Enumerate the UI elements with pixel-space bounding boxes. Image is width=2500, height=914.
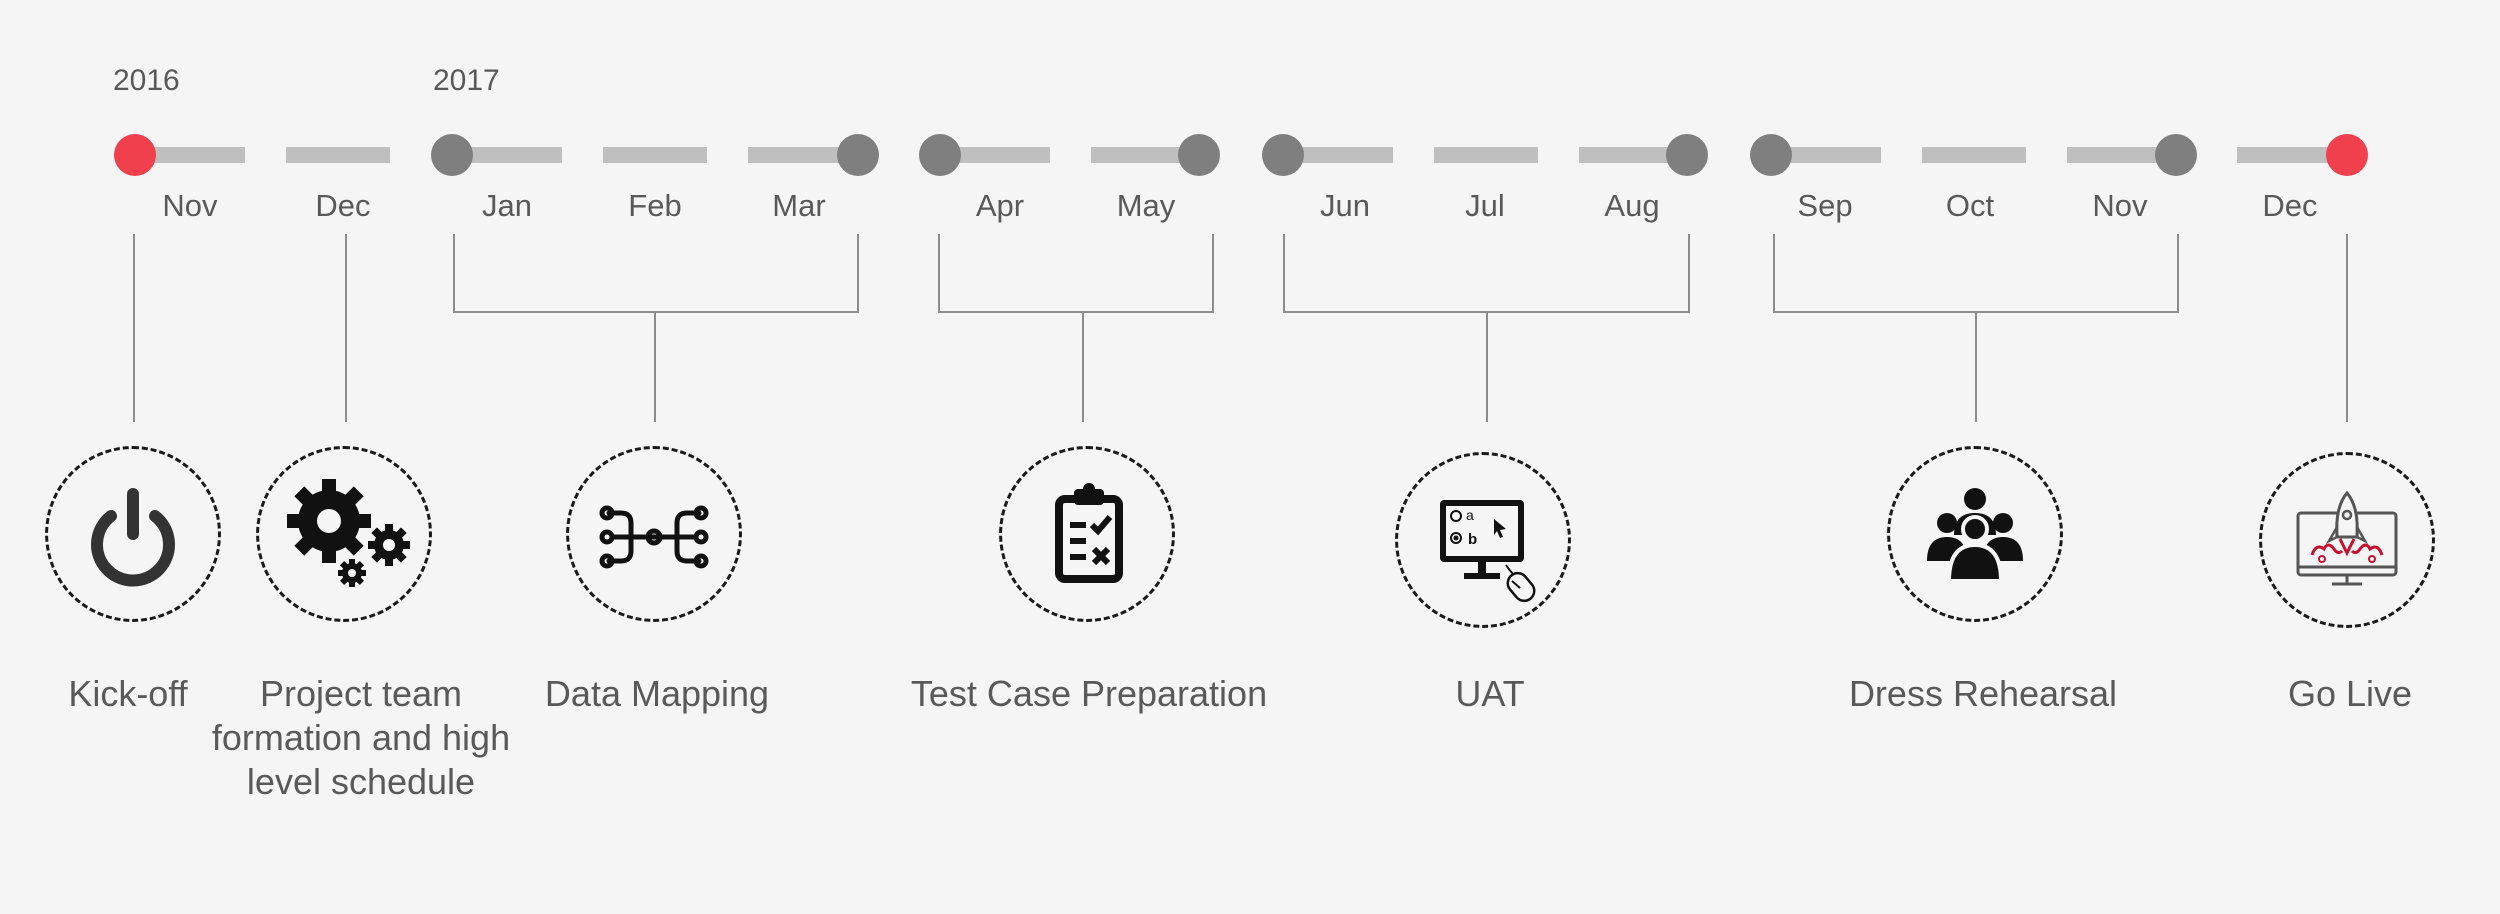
- month-label: Oct: [1945, 188, 1995, 223]
- phase-dot: [1666, 134, 1708, 176]
- month-label: Dec: [315, 188, 371, 223]
- phase-dot: [1750, 134, 1792, 176]
- month-label: Nov: [162, 188, 218, 223]
- year-label-2016: 2016: [113, 64, 180, 97]
- milestone-label-uat: UAT: [1455, 673, 1525, 714]
- phase-dot: [1178, 134, 1220, 176]
- month-label: Jan: [482, 188, 532, 223]
- track-segment: [1283, 147, 1393, 163]
- bracket-line: [2177, 234, 2179, 312]
- phase-dot: [2155, 134, 2197, 176]
- data-mapping-icon: [599, 505, 709, 569]
- bracket-line: [1773, 234, 1775, 312]
- connector-line: [2346, 234, 2348, 422]
- bracket-line: [857, 234, 859, 312]
- track-segment: [1579, 147, 1689, 163]
- track-segment: [1434, 147, 1538, 163]
- bracket-line: [654, 311, 656, 422]
- month-label: Apr: [975, 188, 1025, 223]
- track-segment: [1922, 147, 2026, 163]
- milestone-label-kickoff: Kick-off: [68, 673, 188, 714]
- month-label: Feb: [628, 188, 682, 223]
- power-icon: [91, 488, 175, 587]
- bracket-line: [1688, 234, 1690, 312]
- track-segment: [748, 147, 858, 163]
- bracket-line: [453, 311, 859, 313]
- year-label-2017: 2017: [433, 64, 500, 97]
- milestone-label-test-case: Test Case Preparation: [910, 673, 1268, 714]
- milestone-label-data-mapping: Data Mapping: [544, 673, 770, 714]
- phase-dot: [1262, 134, 1304, 176]
- track-segment: [286, 147, 390, 163]
- dress-rehearsal-circle: [1887, 446, 2063, 622]
- bracket-line: [1975, 311, 1977, 422]
- connector-line: [345, 234, 347, 422]
- svg-text:a: a: [1466, 507, 1474, 523]
- bracket-line: [1283, 234, 1285, 312]
- track-segment: [1771, 147, 1881, 163]
- milestone-label-dress-rehearsal: Dress Rehearsal: [1848, 673, 2118, 714]
- phase-dot: [837, 134, 879, 176]
- bracket-line: [1082, 311, 1084, 422]
- uat-circle: a b: [1395, 452, 1571, 628]
- month-label: May: [1116, 188, 1176, 223]
- track-segment: [603, 147, 707, 163]
- team-people-icon: [1927, 488, 2023, 583]
- month-label: Mar: [772, 188, 826, 223]
- track-segment: [1091, 147, 1201, 163]
- track-segment: [940, 147, 1050, 163]
- gears-icon: [287, 479, 410, 587]
- test-case-circle: [999, 446, 1175, 622]
- month-label: Jun: [1320, 188, 1370, 223]
- milestone-label-team-formation: Project team formation and high level sc…: [211, 673, 511, 802]
- bracket-line: [938, 311, 1214, 313]
- month-label: Sep: [1797, 188, 1853, 223]
- bracket-line: [938, 234, 940, 312]
- bracket-line: [453, 234, 455, 312]
- svg-text:b: b: [1468, 531, 1477, 548]
- phase-dot: [431, 134, 473, 176]
- clipboard-checklist-icon: [1055, 483, 1123, 583]
- milestone-dot-start: [114, 134, 156, 176]
- data-mapping-circle: [566, 446, 742, 622]
- month-label: Jul: [1465, 188, 1505, 223]
- month-label: Aug: [1604, 188, 1660, 223]
- track-segment: [2067, 147, 2177, 163]
- phase-dot: [919, 134, 961, 176]
- connector-line: [133, 234, 135, 422]
- team-formation-circle: [256, 446, 432, 622]
- go-live-circle: [2259, 452, 2435, 628]
- bracket-line: [1212, 234, 1214, 312]
- month-label: Dec: [2262, 188, 2318, 223]
- month-label: Nov: [2092, 188, 2148, 223]
- rocket-launch-icon: [2296, 490, 2398, 586]
- track-segment: [452, 147, 562, 163]
- kickoff-circle: [45, 446, 221, 622]
- milestone-label-go-live: Go Live: [2287, 673, 2413, 714]
- track-segment: [135, 147, 245, 163]
- monitor-quiz-icon: a b: [1440, 500, 1536, 603]
- track-segment: [2237, 147, 2347, 163]
- bracket-line: [1486, 311, 1488, 422]
- milestone-dot-end: [2326, 134, 2368, 176]
